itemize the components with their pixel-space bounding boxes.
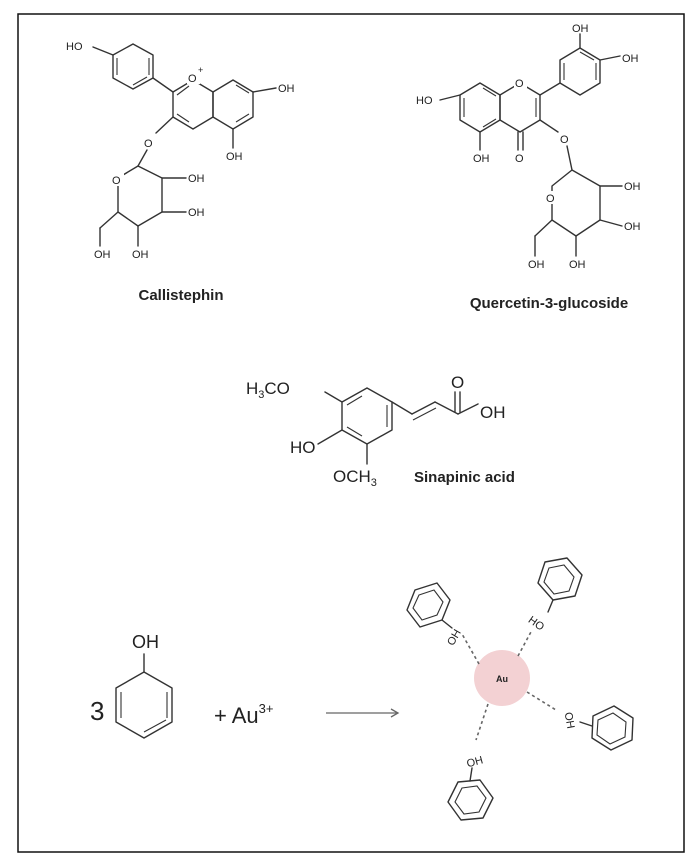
label-o-glc: O [546, 193, 555, 205]
caption-quercetin: Quercetin-3-glucoside [470, 295, 628, 312]
reaction-scheme: 3 OH + Au3+ Au OH HO OH [90, 557, 634, 821]
label-oh-bottom: OH [473, 153, 490, 165]
pyrylium-ring [172, 79, 214, 130]
ligand-oh-1: OH [445, 627, 464, 647]
au-center [474, 650, 530, 706]
label-ho-left: HO [416, 95, 433, 107]
label-oh-g4: OH [94, 249, 111, 261]
sinapinic-ring [341, 387, 393, 445]
caption-callistephin: Callistephin [138, 287, 223, 304]
label-oh-g2: OH [188, 207, 205, 219]
a-ring [212, 79, 254, 130]
stoich-coefficient: 3 [90, 696, 104, 726]
label-oh-bottom: OH [226, 151, 243, 163]
ligand-ring-4 [447, 779, 494, 821]
label-o-ring: O [515, 78, 524, 90]
label-q-oh-g2: OH [624, 221, 641, 233]
q-a-ring [459, 82, 501, 133]
label-oxonium: O [188, 73, 197, 85]
label-o-keto: O [515, 153, 524, 165]
label-o-link: O [144, 138, 153, 150]
ligand-oh-3: OH [562, 711, 577, 729]
caption-sinapinic: Sinapinic acid [414, 469, 515, 486]
ligand-ring-3 [591, 705, 634, 751]
label-charge: + [198, 65, 203, 75]
label-o-glc: O [112, 175, 121, 187]
ligand-oh-4: OH [465, 754, 484, 770]
label-oh-top1: OH [572, 23, 589, 35]
phenol-oh: OH [132, 632, 159, 652]
label-oh-acid: OH [480, 403, 506, 422]
label-o-carbonyl: O [451, 373, 464, 392]
q-glucose-ring [551, 169, 601, 237]
label-q-oh-g3: OH [569, 259, 586, 271]
label-q-oh-g1: OH [624, 181, 641, 193]
figure-border [17, 13, 685, 853]
label-oh-g3: OH [132, 249, 149, 261]
plus-au: + Au3+ [214, 701, 273, 728]
label-och3: OCH3 [333, 467, 377, 489]
label-oh-g1: OH [188, 173, 205, 185]
pyranone-ring [499, 82, 541, 133]
callistephin-structure: HO O + OH OH O O OH OH OH OH Callistephi… [66, 41, 295, 304]
au-label: Au [496, 674, 508, 684]
quercetin-structure: OH OH O O HO OH O O OH OH OH [416, 23, 641, 312]
sinapinic-structure: H3CO HO OCH3 O OH Sinapinic acid [246, 373, 515, 489]
phenyl-ring [112, 43, 154, 90]
label-oh-right: OH [278, 83, 295, 95]
label-oh-top2: OH [622, 53, 639, 65]
ligand-ring-2 [537, 557, 583, 601]
label-h3co: H3CO [246, 379, 290, 401]
catechol-ring [559, 47, 601, 96]
ligand-oh-2: HO [526, 614, 547, 634]
label-ho: HO [290, 438, 316, 457]
phenol-ring [115, 671, 173, 739]
label-ho-phenyl: HO [66, 41, 83, 53]
glucose-ring [117, 165, 163, 227]
label-o-link: O [560, 134, 569, 146]
label-q-oh-g4: OH [528, 259, 545, 271]
